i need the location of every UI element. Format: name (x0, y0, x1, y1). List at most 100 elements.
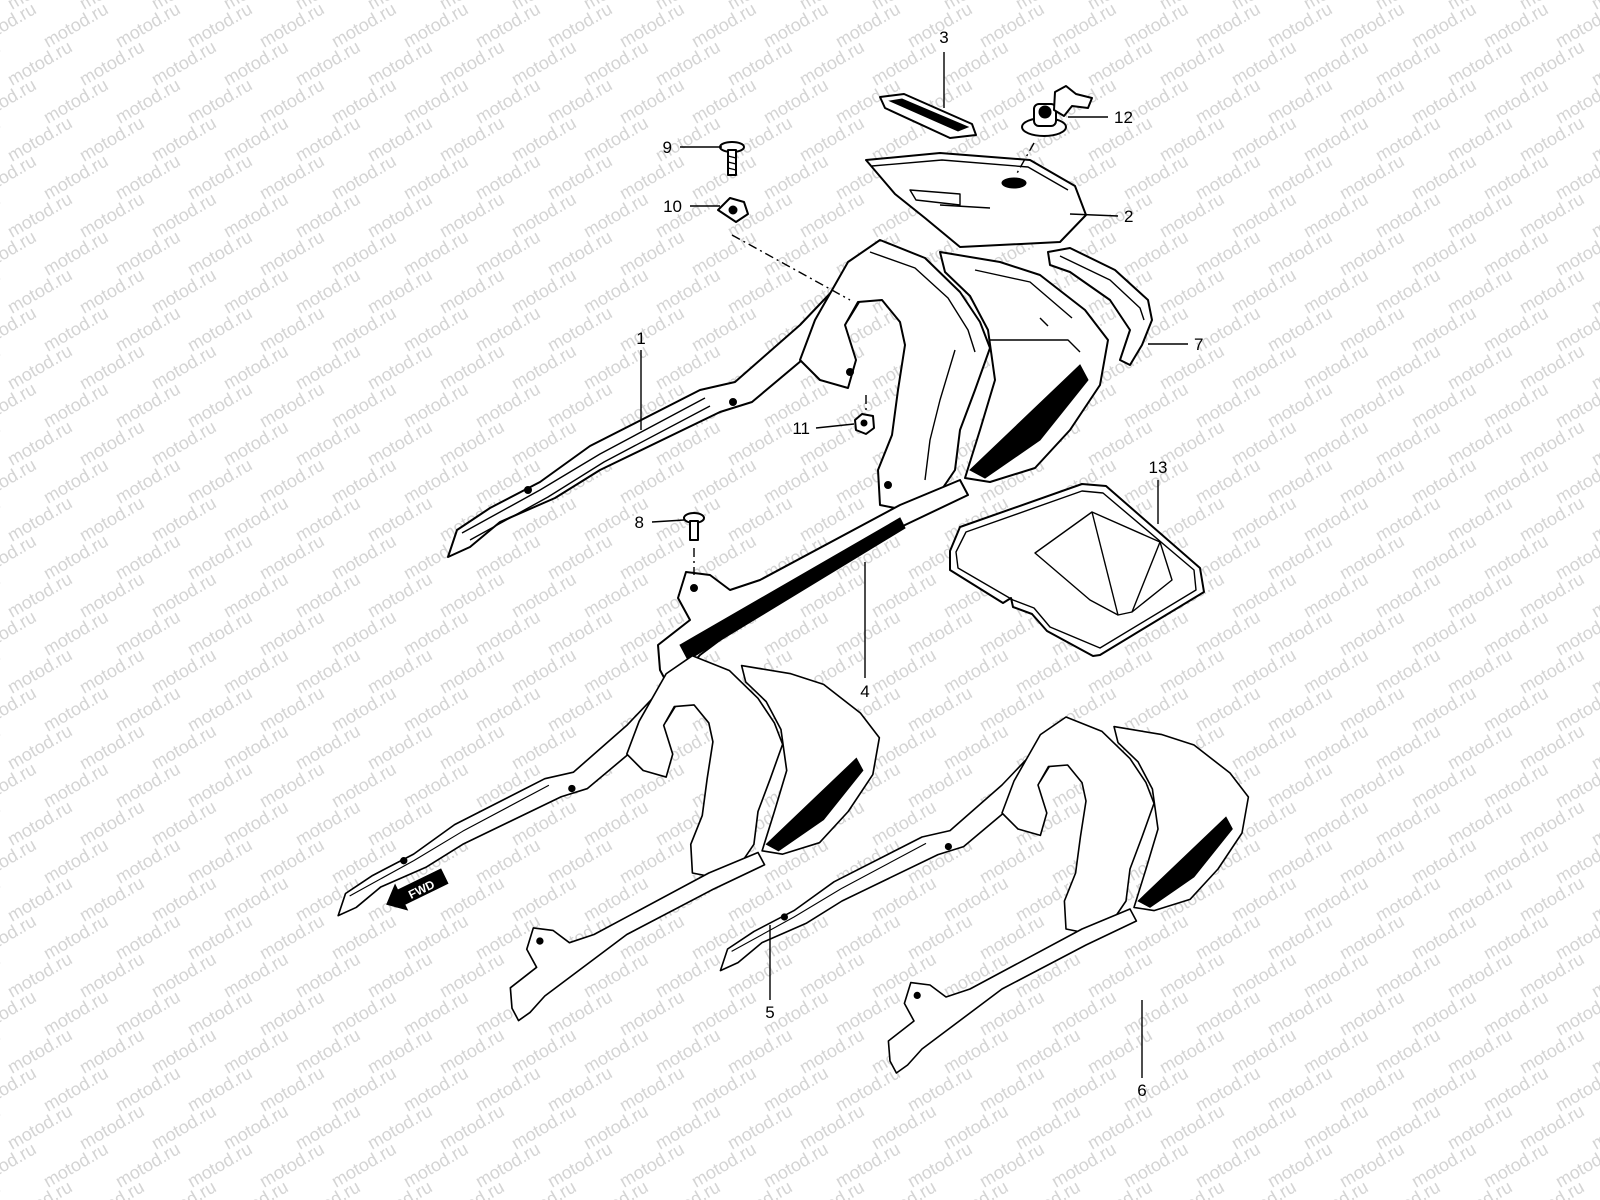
watermark-text: motod.ru (1588, 1177, 1600, 1200)
watermark-text: motod.ru (1192, 151, 1264, 204)
watermark-text: motod.ru (328, 379, 400, 432)
watermark-text: motod.ru (1444, 797, 1516, 850)
watermark-text: motod.ru (1192, 531, 1264, 584)
watermark-text: motod.ru (976, 835, 1048, 888)
watermark-text: motod.ru (1444, 569, 1516, 622)
watermark-text: motod.ru (1444, 873, 1516, 926)
watermark-text: motod.ru (112, 759, 184, 812)
watermark-text: motod.ru (364, 721, 436, 774)
watermark-text: motod.ru (1444, 37, 1516, 90)
watermark-text: motod.ru (472, 1139, 544, 1192)
watermark-text: motod.ru (1408, 607, 1480, 660)
watermark-text: motod.ru (112, 379, 184, 432)
watermark-text: motod.ru (40, 911, 112, 964)
watermark-text: motod.ru (1372, 37, 1444, 90)
watermark-text: motod.ru (436, 1101, 508, 1154)
watermark-text: motod.ru (0, 75, 40, 128)
watermark-text: motod.ru (400, 759, 472, 812)
watermark-text: motod.ru (1480, 987, 1552, 1040)
watermark-text: motod.ru (0, 531, 40, 584)
watermark-text: motod.ru (292, 113, 364, 166)
watermark-text: motod.ru (580, 1025, 652, 1078)
watermark-text: motod.ru (400, 379, 472, 432)
watermark-text: motod.ru (1408, 75, 1480, 128)
watermark-text: motod.ru (544, 683, 616, 736)
watermark-text: motod.ru (4, 37, 76, 90)
callout-5: 5 (765, 1003, 774, 1022)
watermark-text: motod.ru (976, 1063, 1048, 1116)
watermark-text: motod.ru (1048, 1063, 1120, 1116)
watermark-text: motod.ru (112, 227, 184, 280)
watermark-text: motod.ru (1264, 303, 1336, 356)
watermark-text: motod.ru (256, 759, 328, 812)
watermark-text: motod.ru (40, 303, 112, 356)
watermark-text: motod.ru (1588, 1025, 1600, 1078)
watermark-text: motod.ru (220, 569, 292, 622)
watermark-text: motod.ru (220, 113, 292, 166)
watermark-text: motod.ru (220, 1025, 292, 1078)
watermark-text: motod.ru (1336, 987, 1408, 1040)
watermark-text: motod.ru (1300, 569, 1372, 622)
watermark-text: motod.ru (364, 265, 436, 318)
watermark-text: motod.ru (1300, 797, 1372, 850)
watermark-text: motod.ru (1264, 75, 1336, 128)
watermark-text: motod.ru (1372, 493, 1444, 546)
watermark-text: motod.ru (40, 0, 112, 51)
watermark-text: motod.ru (184, 683, 256, 736)
watermark-text: motod.ru (220, 1177, 292, 1200)
watermark-text: motod.ru (436, 721, 508, 774)
watermark-text: motod.ru (1156, 1177, 1228, 1200)
watermark-text: motod.ru (508, 1177, 580, 1200)
watermark-text: motod.ru (760, 1139, 832, 1192)
watermark-text: motod.ru (148, 417, 220, 470)
watermark-text: motod.ru (1084, 417, 1156, 470)
watermark-text: motod.ru (112, 911, 184, 964)
watermark-text: motod.ru (1156, 645, 1228, 698)
watermark-text: motod.ru (940, 873, 1012, 926)
watermark-text: motod.ru (940, 645, 1012, 698)
watermark-text: motod.ru (868, 1177, 940, 1200)
watermark-text: motod.ru (4, 189, 76, 242)
watermark-text: motod.ru (1336, 607, 1408, 660)
watermark-text: motod.ru (796, 1177, 868, 1200)
watermark-text: motod.ru (1300, 265, 1372, 318)
watermark-text: motod.ru (1588, 797, 1600, 850)
watermark-text: motod.ru (472, 683, 544, 736)
watermark-text: motod.ru (1192, 607, 1264, 660)
watermark-text: motod.ru (112, 987, 184, 1040)
watermark-text: motod.ru (112, 683, 184, 736)
watermark-text: motod.ru (1516, 1177, 1588, 1200)
watermark-text: motod.ru (1192, 455, 1264, 508)
watermark-text: motod.ru (0, 1063, 40, 1116)
watermark-text: motod.ru (1516, 265, 1588, 318)
watermark-text: motod.ru (1444, 265, 1516, 318)
watermark-text: motod.ru (4, 341, 76, 394)
watermark-text: motod.ru (760, 227, 832, 280)
watermark-text: motod.ru (1264, 607, 1336, 660)
watermark-text: motod.ru (148, 493, 220, 546)
watermark-text: motod.ru (508, 569, 580, 622)
watermark-text: motod.ru (40, 75, 112, 128)
watermark-text: motod.ru (184, 227, 256, 280)
watermark-text: motod.ru (0, 493, 4, 546)
watermark-text: motod.ru (1192, 911, 1264, 964)
watermark-text: motod.ru (76, 797, 148, 850)
watermark-text: motod.ru (976, 0, 1048, 51)
watermark-text: motod.ru (724, 1177, 796, 1200)
watermark-text: motod.ru (148, 341, 220, 394)
watermark-text: motod.ru (1372, 417, 1444, 470)
watermark-text: motod.ru (1264, 227, 1336, 280)
watermark-text: motod.ru (544, 835, 616, 888)
watermark-text: motod.ru (868, 569, 940, 622)
watermark-text: motod.ru (76, 569, 148, 622)
watermark-text: motod.ru (1228, 569, 1300, 622)
watermark-text: motod.ru (1516, 37, 1588, 90)
watermark-text: motod.ru (544, 75, 616, 128)
watermark-text: motod.ru (1264, 151, 1336, 204)
watermark-text: motod.ru (760, 151, 832, 204)
watermark-text: motod.ru (1408, 1063, 1480, 1116)
watermark-text: motod.ru (220, 873, 292, 926)
callout-4: 4 (860, 682, 869, 701)
watermark-text: motod.ru (1228, 113, 1300, 166)
rear-cowl-variant-part-6 (719, 716, 1250, 1074)
